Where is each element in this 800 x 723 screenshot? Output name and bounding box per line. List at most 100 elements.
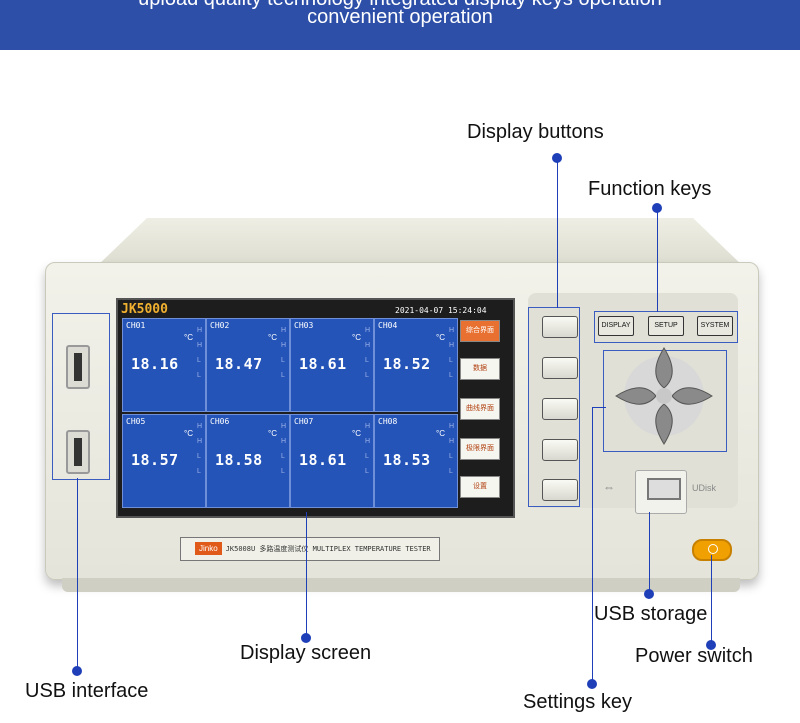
channel-name: CH01 [126, 321, 146, 330]
usb-port-lower[interactable] [66, 430, 90, 474]
usb-port-upper[interactable] [66, 345, 90, 389]
callout-dot [706, 640, 716, 650]
banner-line-1: upload quality technology integrated dis… [0, 0, 800, 10]
channel-value: 18.53 [383, 451, 431, 469]
soft-menu-item[interactable]: 综合界面 [460, 320, 500, 342]
display-button-3[interactable] [542, 398, 578, 420]
system-key[interactable]: SYSTEM [697, 316, 733, 336]
callout-line [77, 478, 78, 671]
screen-timestamp: 2021-04-07 15:24:04 [395, 306, 487, 315]
usb-storage-port[interactable] [647, 478, 681, 500]
display-button-5[interactable] [542, 479, 578, 501]
soft-menu-item[interactable]: 设置 [460, 476, 500, 498]
setup-key[interactable]: SETUP [648, 316, 684, 336]
left-arrow-key[interactable] [615, 387, 657, 405]
callout-power-switch: Power switch [635, 645, 753, 667]
channel-name: CH08 [378, 417, 398, 426]
callout-dot [72, 666, 82, 676]
callout-usb-storage: USB storage [594, 603, 708, 625]
callout-line [306, 512, 307, 638]
channel-name: CH07 [294, 417, 314, 426]
display-button-2[interactable] [542, 357, 578, 379]
model-text: JK5008U 多路温度测试仪 MULTIPLEX TEMPERATURE TE… [225, 545, 431, 553]
usb-interface-group [52, 313, 110, 480]
channel-unit: °C [184, 429, 193, 438]
power-icon [708, 544, 718, 554]
channel-unit: °C [268, 333, 277, 342]
callout-display-screen: Display screen [240, 642, 372, 664]
callout-line [557, 158, 558, 308]
channel-name: CH02 [210, 321, 230, 330]
channel-name: CH06 [210, 417, 230, 426]
channel-value: 18.61 [299, 451, 347, 469]
callout-dot [644, 589, 654, 599]
power-switch[interactable] [692, 539, 732, 561]
soft-menu-item[interactable]: 曲线界面 [460, 398, 500, 420]
callout-line [649, 512, 650, 594]
soft-menu-item[interactable]: 极限界面 [460, 438, 500, 460]
channel-unit: °C [268, 429, 277, 438]
callout-line [592, 407, 606, 408]
display-buttons-group [528, 307, 580, 507]
screen-soft-menu: 综合界面 数据 曲线界面 极限界面 设置 [460, 318, 500, 508]
udisk-label: UDisk [692, 483, 716, 493]
channel-unit: °C [436, 429, 445, 438]
function-keys-group [594, 311, 738, 343]
device-base [62, 578, 740, 592]
brand-logo: Jinko [195, 542, 222, 555]
right-arrow-key[interactable] [671, 387, 713, 405]
display-key[interactable]: DISPLAY [598, 316, 634, 336]
display-button-4[interactable] [542, 439, 578, 461]
channel-name: CH05 [126, 417, 146, 426]
channel-name: CH03 [294, 321, 314, 330]
down-arrow-key[interactable] [655, 403, 673, 445]
channel-name: CH04 [378, 321, 398, 330]
display-button-1[interactable] [542, 316, 578, 338]
callout-line [657, 208, 658, 312]
channel-unit: °C [184, 333, 193, 342]
callout-function-keys: Function keys [588, 178, 712, 200]
header-banner: upload quality technology integrated dis… [0, 0, 800, 50]
callout-dot [652, 203, 662, 213]
channel-value: 18.47 [215, 355, 263, 373]
callout-usb-interface: USB interface [25, 680, 149, 702]
channel-value: 18.52 [383, 355, 431, 373]
callout-line [711, 555, 712, 645]
callout-display-buttons: Display buttons [467, 121, 604, 143]
banner-line-2: convenient operation [307, 6, 493, 28]
channel-unit: °C [352, 333, 361, 342]
callout-dot [552, 153, 562, 163]
callout-settings-key: Settings key [523, 691, 632, 713]
usb-symbol-icon: ⇔ [603, 480, 615, 494]
channel-value: 18.61 [299, 355, 347, 373]
device-top-cover [95, 218, 745, 268]
channel-value: 18.58 [215, 451, 263, 469]
callout-dot [301, 633, 311, 643]
channel-unit: °C [352, 429, 361, 438]
callout-line [592, 407, 593, 684]
channel-value: 18.16 [131, 355, 179, 373]
up-arrow-key[interactable] [655, 347, 673, 389]
channel-unit: °C [436, 333, 445, 342]
soft-menu-item[interactable]: 数据 [460, 358, 500, 380]
direction-pad [615, 347, 713, 445]
channel-value: 18.57 [131, 451, 179, 469]
